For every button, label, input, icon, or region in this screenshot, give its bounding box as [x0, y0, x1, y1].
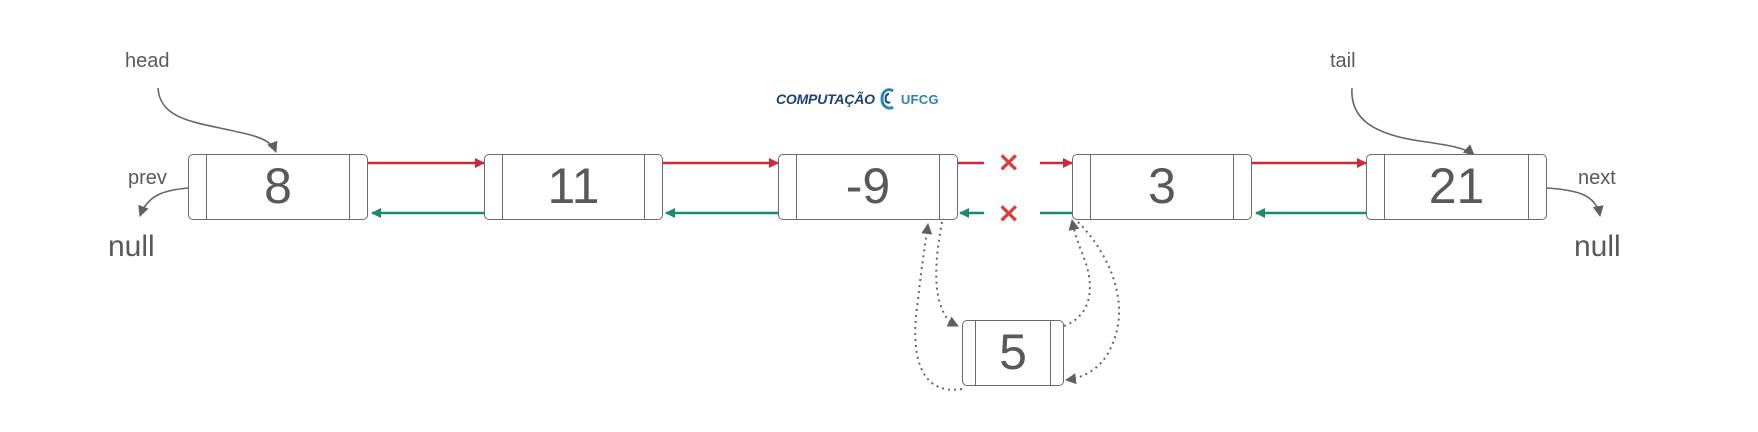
head-label: head: [125, 50, 170, 72]
head-pointer-arrow: [157, 87, 278, 153]
list-node: 11: [484, 154, 663, 220]
removed-next-link-mark: ×: [997, 145, 1021, 178]
logo-text-computacao: COMPUTAÇÃO: [776, 91, 875, 107]
next-null-arrow: [1546, 187, 1604, 217]
node-value: 3: [1148, 157, 1176, 214]
node-value: -9: [845, 157, 891, 214]
logo-text-ufcg: UFCG: [900, 91, 939, 107]
list-node: -9: [778, 154, 958, 220]
5-to-3-next-link: [1063, 219, 1091, 327]
list-node: 3: [1072, 154, 1252, 220]
next-label: next: [1578, 167, 1616, 189]
5-to-m9-prev-link: [914, 223, 963, 391]
removed-prev-link-mark: ×: [997, 196, 1021, 229]
null-left-label: null: [108, 230, 155, 263]
insertion-links: [914, 219, 1121, 391]
node-value: 11: [547, 157, 600, 214]
list-node: 21: [1366, 154, 1547, 220]
node-value: 8: [264, 157, 292, 214]
m9-to-5-next-link: [935, 221, 959, 327]
tail-pointer-arrow: [1351, 87, 1475, 156]
new-node-value: 5: [999, 323, 1027, 380]
new-node: 5: [962, 320, 1064, 386]
list-node: 8: [188, 154, 368, 220]
node-value: 21: [1428, 157, 1485, 214]
computacao-ufcg-logo: COMPUTAÇÃO UFCG: [776, 86, 939, 112]
prev-null-arrow: [138, 187, 189, 217]
logo-g-icon: [880, 88, 894, 110]
3-to-5-prev-link: [1065, 221, 1121, 385]
prev-label: prev: [128, 167, 167, 189]
tail-label: tail: [1330, 50, 1356, 72]
null-right-label: null: [1574, 230, 1621, 263]
pointer-arrows: [138, 87, 1604, 217]
